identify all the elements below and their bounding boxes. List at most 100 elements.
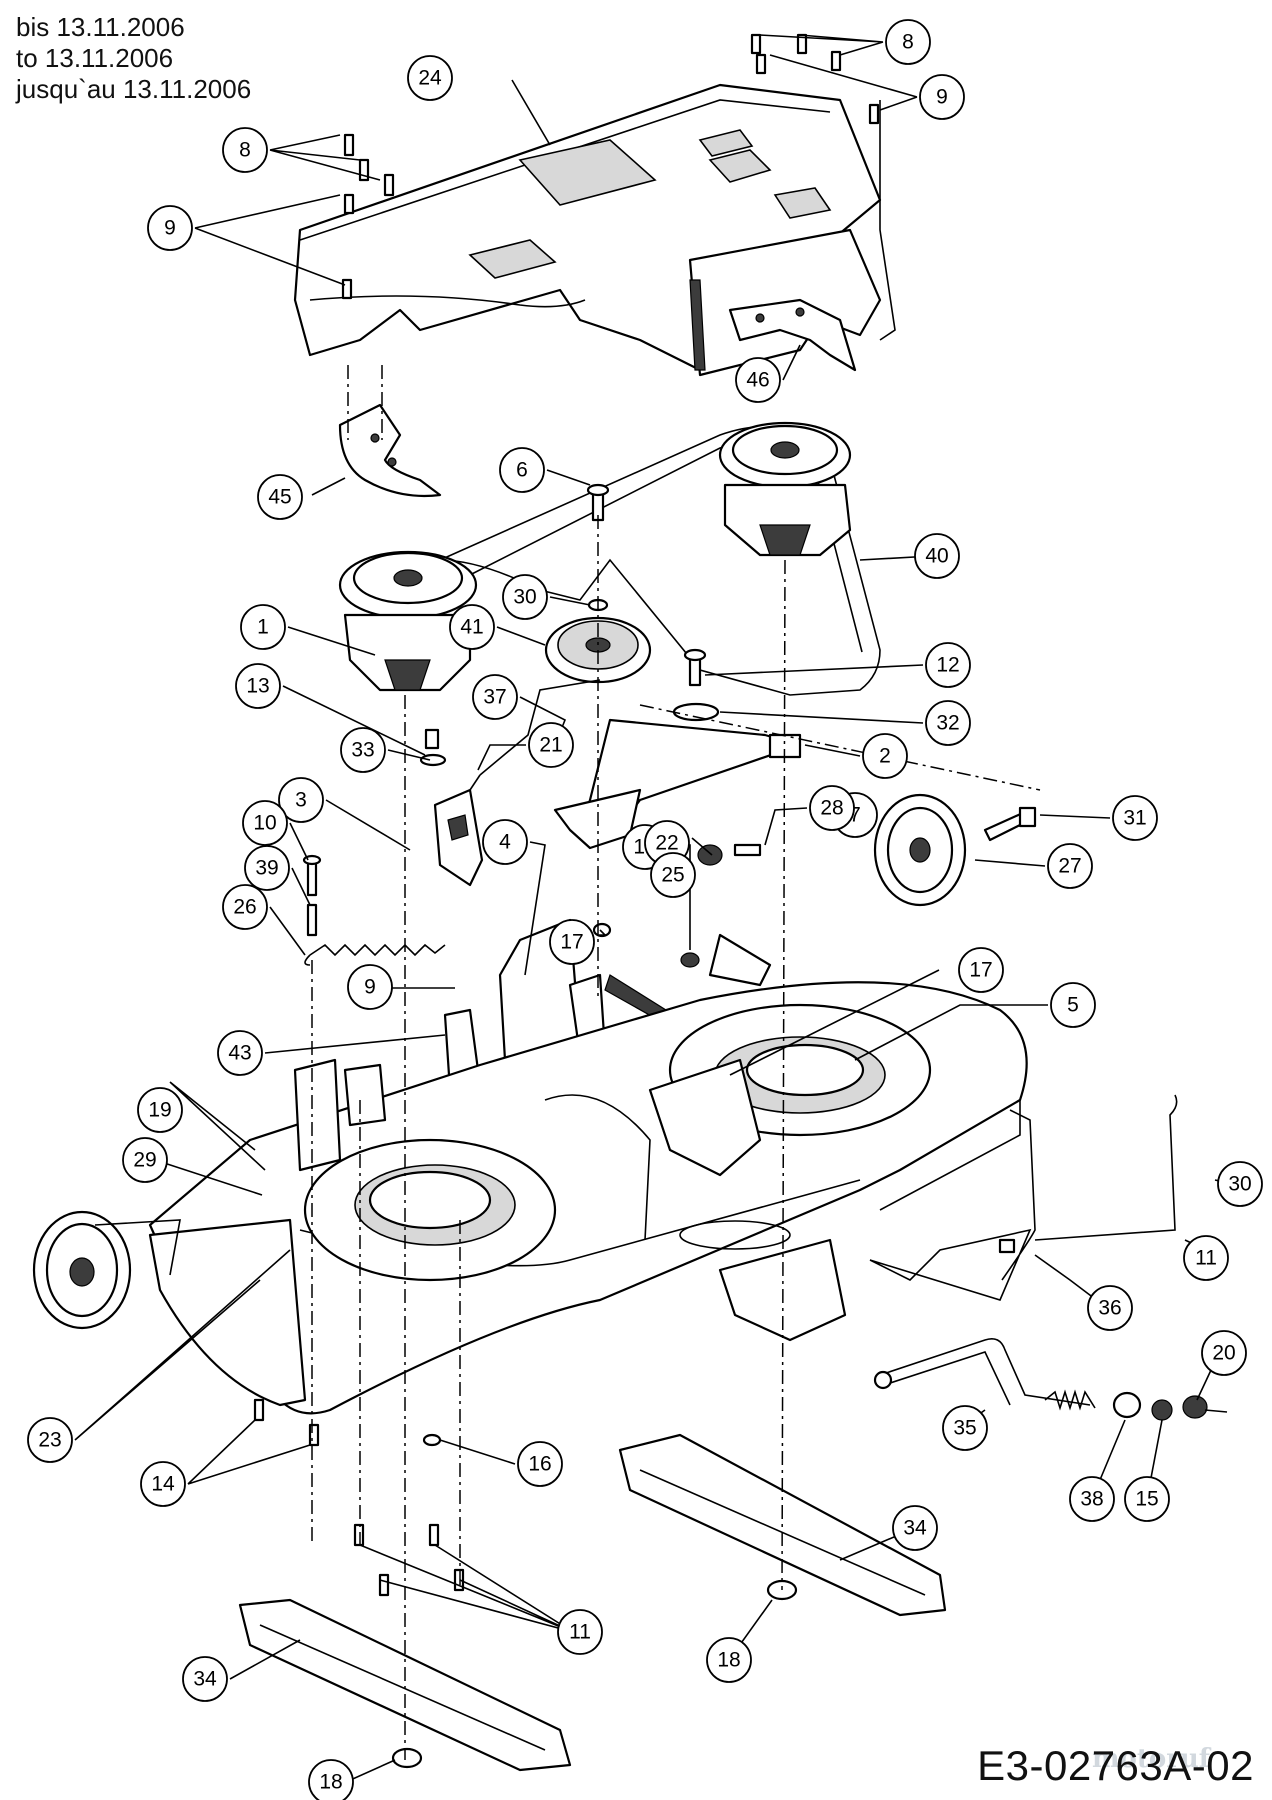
- callout-number: 25: [661, 864, 684, 887]
- callout-number: 34: [193, 1668, 217, 1691]
- callout-leaders: [74, 34, 1234, 1783]
- callout-number: 23: [38, 1429, 61, 1452]
- cover-fasteners: [341, 33, 880, 300]
- callout-number: 19: [148, 1099, 171, 1122]
- lift-rod: [869, 1094, 1178, 1301]
- blade-nut-left: [391, 1747, 423, 1769]
- callout-number: 38: [1080, 1488, 1103, 1511]
- gauge-wheel-right: [873, 793, 967, 907]
- callout-number: 33: [351, 739, 374, 762]
- callout-number: 28: [820, 797, 843, 820]
- callout-32: 32: [925, 700, 971, 746]
- lift-lever: [873, 1337, 1208, 1421]
- callout-33: 33: [340, 727, 386, 773]
- mower-deck: [148, 981, 1028, 1415]
- callout-number: 29: [133, 1149, 156, 1172]
- callout-number: 8: [239, 139, 251, 162]
- callout-3: 3: [278, 777, 324, 823]
- callout-number: 30: [513, 586, 536, 609]
- callout-13: 13: [235, 663, 281, 709]
- callout-number: 10: [253, 812, 276, 835]
- callout-number: 27: [1058, 855, 1081, 878]
- callout-number: 40: [925, 545, 948, 568]
- callout-9-3: 9: [347, 964, 393, 1010]
- callout-number: 26: [233, 896, 256, 919]
- callout-number: 18: [717, 1649, 740, 1672]
- baffle-left: [338, 403, 442, 498]
- callout-30: 30: [502, 574, 548, 620]
- callout-43: 43: [217, 1030, 263, 1076]
- callout-number: 39: [255, 857, 278, 880]
- deck-cover: [293, 83, 896, 377]
- callout-46: 46: [735, 357, 781, 403]
- callout-16: 16: [517, 1441, 563, 1487]
- callout-24: 24: [407, 55, 453, 101]
- tension-rod: [469, 679, 601, 791]
- baffle-right: [728, 298, 857, 372]
- callout-number: 31: [1123, 807, 1146, 830]
- callout-number: 30: [1228, 1173, 1251, 1196]
- pivot-hardware: [592, 843, 762, 968]
- callout-number: 15: [1135, 1488, 1158, 1511]
- callout-number: 12: [936, 654, 959, 677]
- callout-21: 21: [528, 722, 574, 768]
- callout-number: 34: [903, 1517, 927, 1540]
- callout-number: 17: [560, 931, 583, 954]
- callout-17-3: 17: [958, 947, 1004, 993]
- callout-number: 7: [849, 804, 861, 827]
- callout-number: 32: [936, 712, 959, 735]
- callout-8-2: 8: [222, 127, 268, 173]
- callout-31: 31: [1112, 795, 1158, 841]
- callout-30-2: 30: [1217, 1161, 1263, 1207]
- axle-bolt: [983, 806, 1037, 842]
- validity-line-en: to 13.11.2006: [16, 43, 174, 73]
- blade-left: [238, 1598, 572, 1772]
- callout-number: 11: [569, 1621, 591, 1644]
- callout-number: 3: [295, 789, 307, 812]
- bolts-left: [302, 854, 322, 937]
- callout-4: 4: [482, 819, 528, 865]
- callout-1: 1: [240, 604, 286, 650]
- callout-17-2: 17: [549, 919, 595, 965]
- spindle-left: [338, 550, 478, 692]
- callout-10: 10: [242, 800, 288, 846]
- callout-41: 41: [449, 604, 495, 650]
- callout-18: 18: [706, 1637, 752, 1683]
- callout-5: 5: [1050, 982, 1096, 1028]
- callout-number: 24: [418, 67, 442, 90]
- callout-6: 6: [499, 447, 545, 493]
- callout-23: 23: [27, 1417, 73, 1463]
- callout-9: 9: [919, 74, 965, 120]
- callout-number: 21: [539, 734, 562, 757]
- callout-34: 34: [892, 1505, 938, 1551]
- callout-number: 6: [516, 459, 528, 482]
- callout-number: 2: [879, 745, 891, 768]
- callout-40: 40: [914, 533, 960, 579]
- spindle-right: [718, 421, 852, 557]
- callout-labels: 1234567889991011111213141516171717181819…: [27, 19, 1263, 1800]
- gauge-wheel-left: [32, 1210, 181, 1330]
- callout-number: 45: [268, 486, 291, 509]
- callout-28: 28: [809, 785, 855, 831]
- callout-number: 11: [1195, 1247, 1217, 1270]
- spring-bracket: [419, 728, 484, 887]
- callout-9-2: 9: [147, 205, 193, 251]
- small-hardware-upper: [586, 483, 720, 722]
- callout-number: 17: [969, 959, 992, 982]
- callout-12: 12: [925, 642, 971, 688]
- callout-26: 26: [222, 884, 268, 930]
- callout-number: 20: [1212, 1342, 1235, 1365]
- validity-line-de: bis 13.11.2006: [16, 12, 185, 42]
- callout-number: 4: [499, 831, 511, 854]
- callout-38: 38: [1069, 1476, 1115, 1522]
- callout-number: 36: [1098, 1297, 1121, 1320]
- lower-fasteners: [253, 1398, 465, 1597]
- callout-number: 8: [902, 31, 914, 54]
- validity-note: bis 13.11.2006 to 13.11.2006 jusqu`au 13…: [16, 12, 251, 105]
- callout-number: 9: [364, 976, 376, 999]
- callout-number: 43: [228, 1042, 251, 1065]
- callout-8: 8: [885, 19, 931, 65]
- callout-2: 2: [862, 733, 908, 779]
- front-hanger: [708, 933, 772, 987]
